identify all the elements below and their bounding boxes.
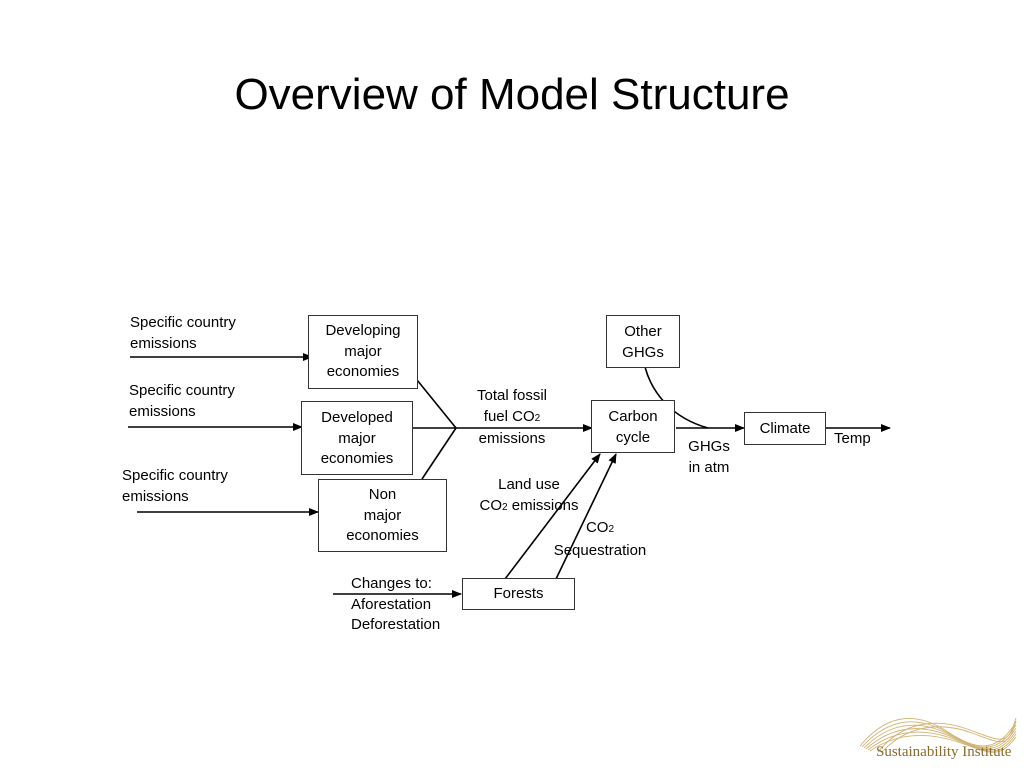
connector-non-major [421, 427, 457, 480]
page-title: Overview of Model Structure [234, 70, 790, 119]
sustainability-institute-logo-icon [859, 717, 1017, 753]
arrow-land-use [504, 453, 601, 580]
connector-developing [412, 374, 457, 429]
box-forests: Forests [462, 578, 575, 610]
logo-text: Sustainability Institute [876, 744, 1012, 760]
arrow-sequestration [555, 453, 617, 580]
label-total-fossil-fuel: Total fossil fuel CO2 emissions [476, 387, 548, 447]
box-climate: Climate [744, 412, 826, 445]
label-land-use: Land use CO2 emissions [479, 476, 579, 514]
label-co2-sequestration: CO2 Sequestration [553, 519, 647, 559]
label-temp: Temp [834, 430, 871, 447]
